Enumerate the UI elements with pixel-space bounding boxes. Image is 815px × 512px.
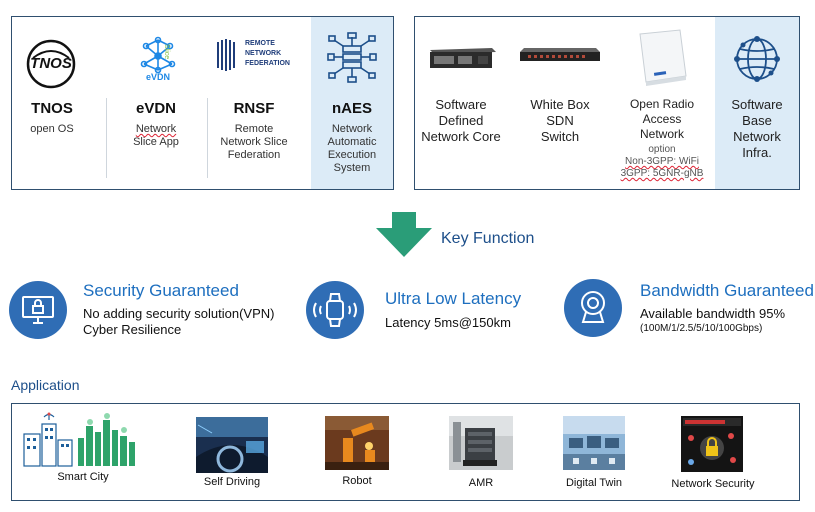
network-security-label: Network Security	[671, 478, 755, 490]
monitor-lock-icon	[22, 296, 54, 324]
evdn-logo-side: Slice	[163, 44, 170, 60]
oran-line: Network	[639, 127, 684, 141]
naes-name: nAES	[331, 100, 372, 117]
globe-network-icon	[730, 32, 784, 86]
sbni-line: Software	[731, 97, 783, 112]
camera-icon	[581, 291, 605, 323]
radio-unit-image	[630, 28, 690, 86]
sdn-core-line: Software	[435, 97, 487, 112]
white-box-item: White Box SDN Switch	[517, 97, 603, 145]
naes-desc-line: Execution	[327, 149, 377, 161]
white-box-line: White Box	[530, 97, 590, 112]
digital-twin-label: Digital Twin	[565, 477, 623, 489]
self-driving-label: Self Driving	[203, 476, 261, 488]
sdn-core-line: Defined	[438, 113, 484, 128]
naes-item: nAES Network Automatic Execution System	[311, 100, 393, 175]
bandwidth-title: Bandwidth Guaranteed	[640, 281, 814, 300]
rnsf-name: RNSF	[233, 100, 275, 117]
tnos-logo-text: TNOS	[30, 55, 72, 72]
server-image	[426, 42, 498, 72]
rnsf-item: RNSF Remote Network Slice Federation	[210, 100, 298, 162]
sdn-core-line: Network Core	[421, 129, 501, 144]
divider	[106, 98, 107, 178]
key-function-label: Key Function	[441, 230, 535, 247]
evdn-desc-line: Slice App	[133, 136, 179, 148]
naes-desc-line: Automatic	[327, 136, 377, 148]
evdn-logo: eVDN Slice	[130, 36, 186, 88]
server-network-icon	[326, 32, 378, 84]
robot-image	[325, 416, 389, 470]
rnsf-desc-line: Remote	[234, 123, 274, 135]
tnos-logo: TNOS	[25, 38, 77, 90]
oran-line: Access	[642, 112, 682, 126]
sbni-line: Base	[742, 113, 772, 128]
evdn-name: eVDN	[135, 100, 176, 117]
white-box-line: Switch	[540, 129, 580, 144]
amr-label: AMR	[468, 477, 494, 489]
latency-title: Ultra Low Latency	[385, 289, 522, 308]
oran-line: Open Radio	[629, 97, 695, 111]
tnos-item: TNOS open OS	[14, 100, 90, 136]
security-desc: No adding security solution(VPN)	[83, 306, 275, 321]
evdn-item: eVDN Network Slice App	[114, 100, 198, 149]
rnsf-logo-line: NETWORK	[245, 50, 282, 57]
white-box-line: SDN	[546, 113, 574, 128]
oran-item: Open Radio Access Network option Non-3GP…	[610, 97, 714, 180]
naes-desc-line: Network	[331, 123, 373, 135]
application-panel	[11, 403, 800, 501]
latency-desc: Latency 5ms@150km	[385, 315, 511, 330]
robot-label: Robot	[342, 475, 372, 487]
security-title: Security Guaranteed	[83, 281, 239, 300]
evdn-desc-line: Network	[135, 123, 177, 135]
rnsf-logo: REMOTE NETWORK FEDERATION	[213, 38, 305, 72]
sbni-item: Software Base Network Infra.	[715, 97, 799, 161]
watch-network-icon	[313, 293, 357, 327]
digital-twin-image	[563, 416, 625, 470]
rnsf-desc-line: Federation	[227, 149, 281, 161]
oran-option-line: 3GPP: 5GNR-gNB	[620, 168, 704, 179]
network-security-image	[681, 416, 743, 472]
evdn-logo-text: eVDN	[145, 72, 170, 82]
latency-circle	[306, 281, 364, 339]
rnsf-desc-line: Network Slice	[220, 136, 288, 148]
sbni-line: Network	[733, 129, 781, 144]
oran-option-label: option	[648, 144, 676, 155]
sdn-core-item: Software Defined Network Core	[418, 97, 504, 145]
tnos-name: TNOS	[31, 100, 73, 117]
switch-image	[518, 44, 602, 66]
sbni-line: Infra.	[742, 145, 772, 160]
amr-image	[449, 416, 513, 470]
security-circle	[9, 281, 67, 339]
smart-city-image	[22, 412, 144, 468]
oran-option-line: Non-3GPP: WiFi	[625, 156, 699, 167]
self-driving-image	[196, 417, 268, 473]
bandwidth-desc: Available bandwidth 95%	[640, 306, 786, 321]
tnos-desc: open OS	[30, 123, 74, 135]
sbni-highlight	[715, 17, 799, 189]
security-desc: Cyber Resilience	[83, 322, 182, 337]
down-arrow-icon	[374, 212, 434, 258]
smart-city-label: Smart City	[57, 471, 109, 483]
rnsf-logo-line: REMOTE	[245, 40, 275, 47]
bandwidth-circle	[564, 279, 622, 337]
naes-desc-line: System	[333, 162, 371, 174]
divider	[207, 98, 208, 178]
rnsf-logo-line: FEDERATION	[245, 60, 290, 67]
application-label: Application	[11, 377, 80, 393]
bandwidth-rates: (100M/1/2.5/5/10/100Gbps)	[640, 323, 763, 334]
